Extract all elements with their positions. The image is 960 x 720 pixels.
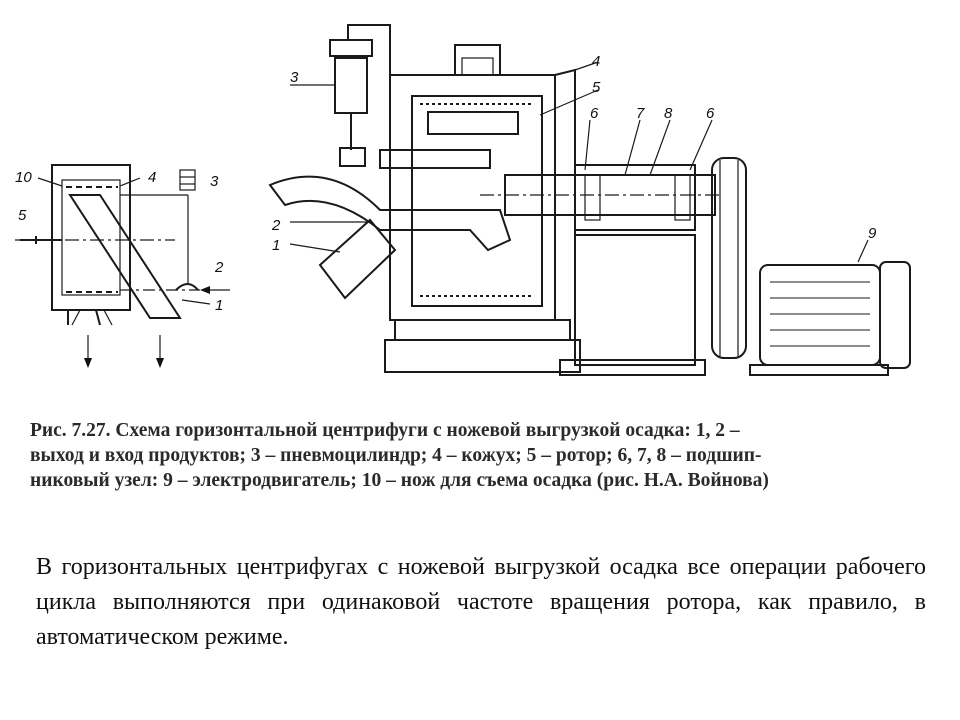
label-2: 2 <box>271 217 281 234</box>
label-7: 7 <box>636 105 645 122</box>
principle-scheme: 10 4 3 5 2 1 <box>15 164 230 368</box>
label-8: 8 <box>664 105 673 122</box>
label-left-1: 1 <box>215 297 223 314</box>
body-paragraph: В горизонтальных центрифугах с ножевой в… <box>36 554 926 650</box>
label-left-4: 4 <box>148 169 156 186</box>
caption-line-2: выход и вход продуктов; 3 – пневмоцилинд… <box>30 445 762 466</box>
label-left-10: 10 <box>15 169 32 186</box>
caption-line-3: никовый узел: 9 – электродвигатель; 10 –… <box>30 470 769 491</box>
label-left-3: 3 <box>210 173 219 190</box>
label-9: 9 <box>868 225 877 242</box>
label-5: 5 <box>592 79 601 96</box>
label-4: 4 <box>592 53 600 70</box>
label-3: 3 <box>290 69 299 86</box>
figure-caption: Рис. 7.27. Схема горизонтальной центрифу… <box>30 418 910 493</box>
label-1: 1 <box>272 237 280 254</box>
caption-line-1: Рис. 7.27. Схема горизонтальной центрифу… <box>30 420 740 441</box>
label-left-2: 2 <box>214 259 224 276</box>
label-left-5: 5 <box>18 207 27 224</box>
centrifuge-figure: 10 4 3 5 2 1 3 4 <box>15 24 911 376</box>
machine-drawing: 3 4 5 2 1 <box>268 24 911 376</box>
label-6b: 6 <box>706 105 715 122</box>
label-6a: 6 <box>590 105 599 122</box>
